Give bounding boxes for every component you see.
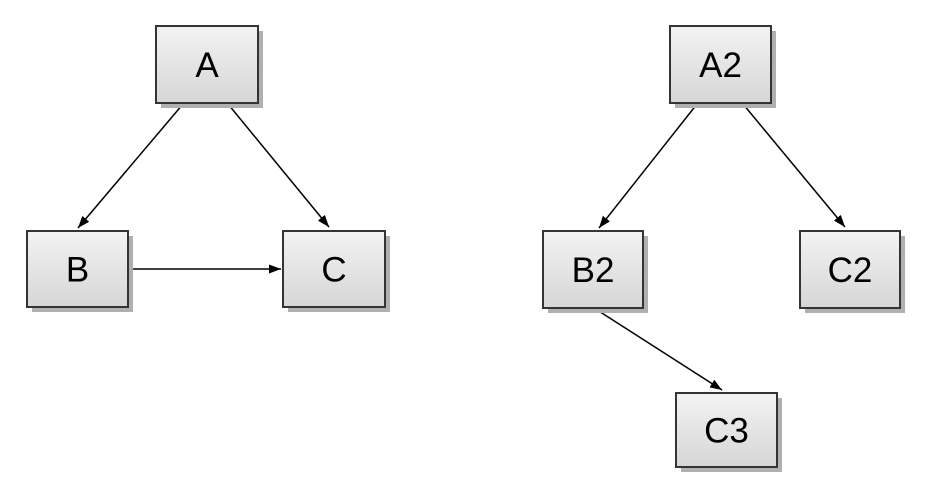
edge-B2-to-C3 — [593, 307, 723, 391]
node-C-label: C — [321, 250, 346, 289]
node-C: C — [282, 230, 390, 312]
node-A-label: A — [195, 46, 219, 85]
edge-A2-to-B2 — [598, 103, 698, 229]
node-A2: A2 — [669, 25, 776, 108]
node-C3-label: C3 — [704, 411, 749, 450]
node-B2: B2 — [542, 230, 648, 313]
node-B2-box — [542, 230, 644, 309]
edge-A-to-C — [227, 103, 330, 228]
node-C3: C3 — [675, 392, 782, 472]
node-B-box — [26, 230, 129, 308]
node-C3-box — [675, 392, 778, 468]
node-A: A — [155, 25, 263, 108]
node-C2: C2 — [799, 230, 905, 313]
left-graph: A B C — [26, 25, 390, 312]
node-A2-box — [669, 25, 772, 104]
node-C-box — [282, 230, 386, 308]
edge-A2-to-C2 — [742, 103, 846, 228]
node-A2-label: A2 — [699, 46, 742, 85]
node-C2-label: C2 — [828, 251, 873, 290]
node-B2-label: B2 — [572, 251, 615, 290]
node-A-box — [155, 25, 259, 104]
node-C2-box — [799, 230, 901, 309]
node-B-label: B — [66, 250, 89, 289]
edge-A-to-B — [77, 103, 184, 229]
node-B: B — [26, 230, 133, 312]
